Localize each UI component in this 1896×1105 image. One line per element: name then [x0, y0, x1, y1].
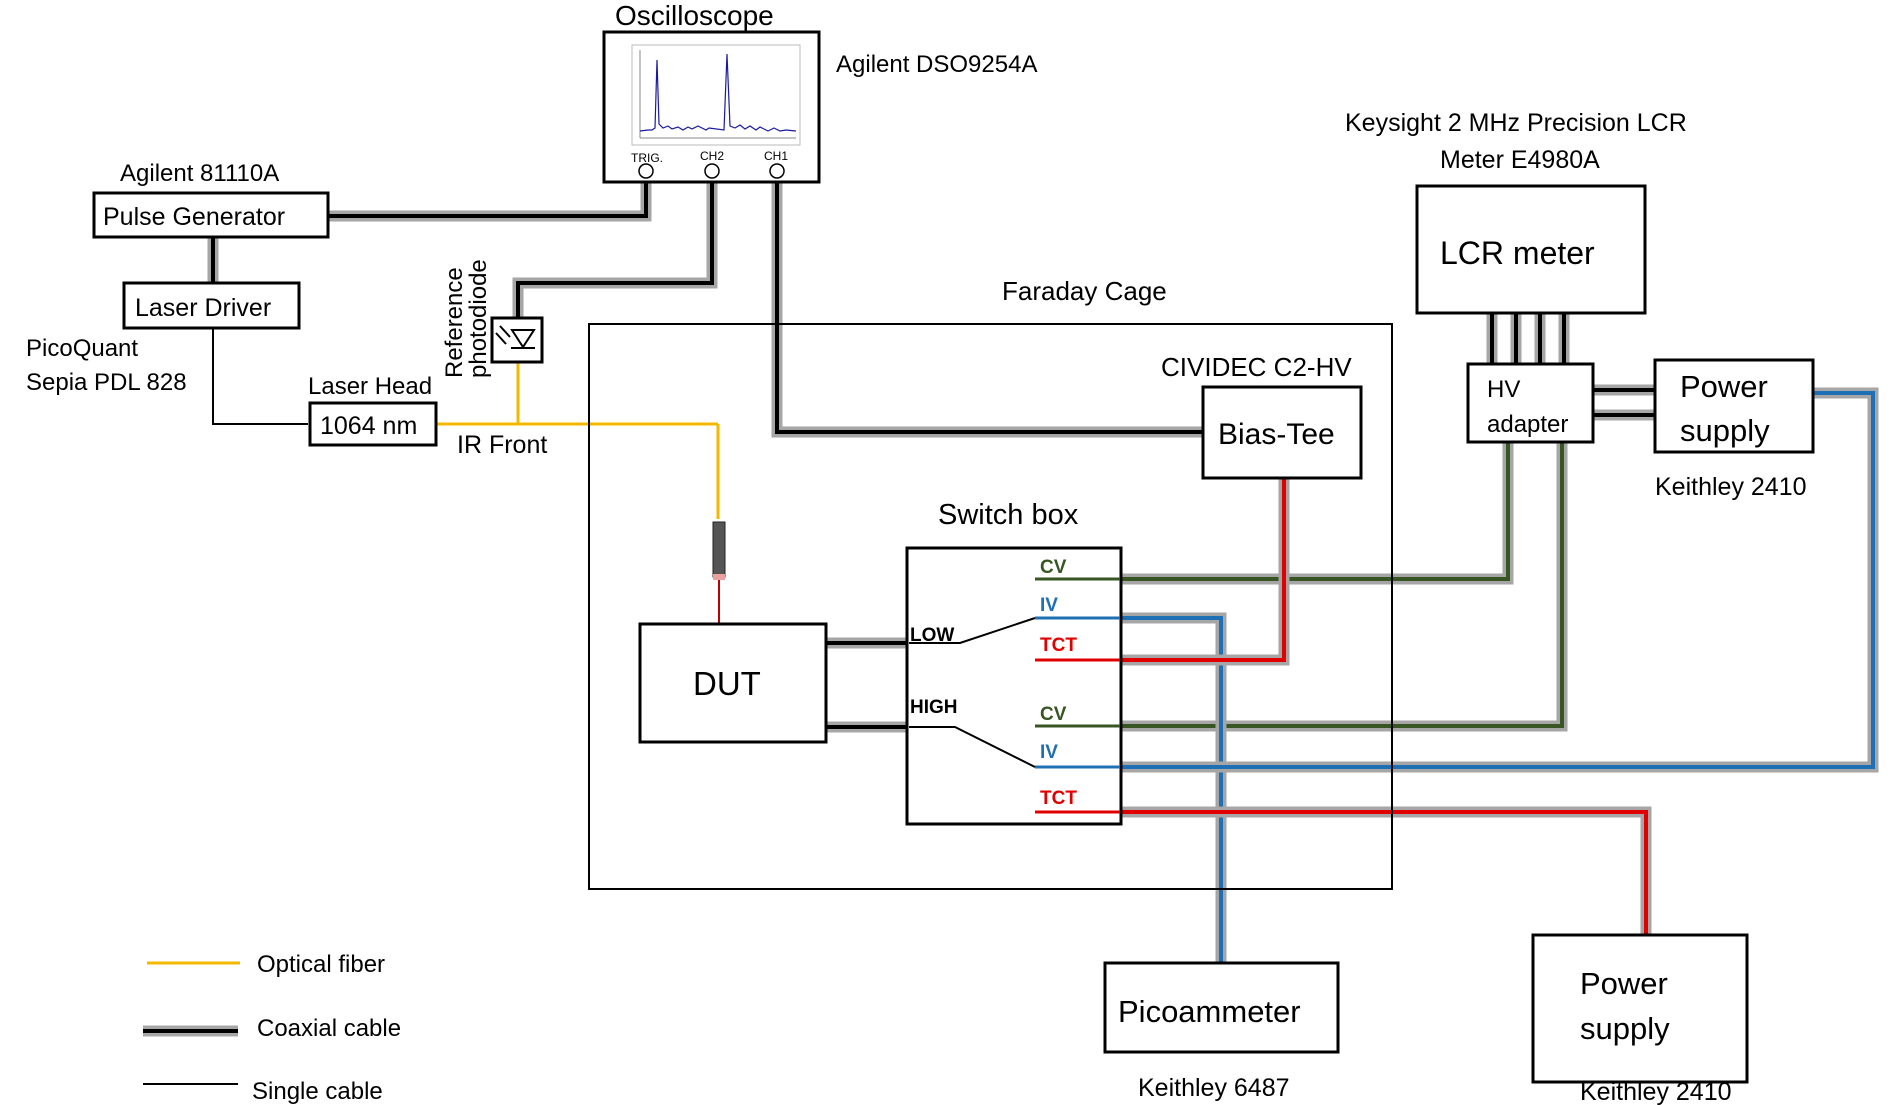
oscilloscope: Oscilloscope TRIG. CH2 CH1 Agilent DSO92…	[602, 0, 1037, 184]
oscilloscope-model: Agilent DSO9254A	[836, 51, 1037, 78]
switch-box-title: Switch box	[938, 499, 1079, 531]
power-supply-bottom-model: Keithley 2410	[1580, 1078, 1732, 1105]
laser-head-title: Laser Head	[308, 373, 432, 400]
picoammeter-model: Keithley 6487	[1138, 1074, 1290, 1102]
coax-pulsegen-trig-core	[328, 170, 648, 218]
lcr-meter: Keysight 2 MHz Precision LCR Meter E4980…	[1345, 109, 1687, 315]
trig-connector	[638, 163, 654, 179]
oscilloscope-screen	[631, 44, 801, 146]
faraday-cage-label: Faraday Cage	[1002, 276, 1167, 306]
ch2-connector	[704, 163, 720, 179]
pulse-generator: Agilent 81110A Pulse Generator	[92, 160, 330, 239]
coax-ch2-photodiode	[512, 170, 718, 318]
hv-adapter: HV adapter	[1466, 362, 1595, 444]
laser-driver: Laser Driver PicoQuant Sepia PDL 828	[26, 281, 301, 396]
bias-tee-model: CIVIDEC C2-HV	[1161, 352, 1352, 382]
scope-trace	[639, 53, 797, 132]
photodiode-label-1: Reference	[441, 267, 468, 378]
optical-fiber	[436, 362, 720, 519]
laser-head-note: IR Front	[457, 431, 547, 459]
photodiode-label-2: photodiode	[465, 259, 492, 378]
bias-tee-label: Bias-Tee	[1218, 418, 1335, 451]
ch1-label: CH1	[764, 149, 788, 163]
switch-lever-low	[909, 617, 1036, 644]
ch2-label: CH2	[700, 149, 724, 163]
switch-lever-high	[909, 726, 1036, 768]
power-supply-bottom-line-2: supply	[1580, 1011, 1670, 1046]
laser-driver-model-1: PicoQuant	[26, 335, 138, 362]
power-supply-bottom: Power supply	[1531, 933, 1749, 1084]
switch-box: Switch box LOW HIGH CV IV TCT CV IV TCT	[905, 499, 1123, 826]
laser-driver-label: Laser Driver	[135, 294, 271, 322]
lcr-meter-label: LCR meter	[1440, 235, 1595, 271]
power-supply-bottom-line-1: Power	[1580, 966, 1668, 1001]
switch-cv-low: CV	[1040, 557, 1067, 578]
oscilloscope-title: Oscilloscope	[615, 0, 774, 31]
coax-cables	[207, 170, 1655, 733]
switch-iv-high: IV	[1040, 742, 1058, 763]
coax-hvadapter-powersupply	[1593, 384, 1655, 421]
hv-adapter-line-1: HV	[1487, 376, 1520, 403]
laser-driver-model-2: Sepia PDL 828	[26, 369, 187, 396]
ch1-connector	[769, 163, 785, 179]
legend-coax-label: Coaxial cable	[257, 1015, 401, 1042]
signal-cables	[1032, 387, 1879, 963]
picoammeter-label: Picoammeter	[1118, 994, 1301, 1029]
cable-tct-high	[1032, 806, 1652, 935]
picoammeter: Picoammeter Keithley 6487	[1103, 961, 1340, 1102]
power-supply-top: Power supply Keithley 2410	[1653, 358, 1815, 501]
switch-iv-low: IV	[1040, 595, 1058, 616]
switch-low-label: LOW	[910, 625, 954, 646]
power-supply-top-line-2: supply	[1680, 413, 1770, 448]
lcr-meter-model-2: Meter E4980A	[1440, 146, 1600, 174]
coax-pulsegen-trig	[328, 170, 652, 222]
single-cable-driver-head	[212, 328, 308, 425]
ch-trig-label: TRIG.	[631, 151, 663, 165]
reference-photodiode: Reference photodiode	[441, 259, 544, 378]
laser-probe	[712, 521, 726, 625]
legend-optical-label: Optical fiber	[257, 951, 385, 978]
lcr-meter-model-1: Keysight 2 MHz Precision LCR	[1345, 109, 1687, 137]
hv-adapter-line-2: adapter	[1487, 411, 1568, 438]
laser-head: Laser Head 1064 nm IR Front	[308, 373, 547, 459]
photodiode-icon	[495, 325, 536, 349]
pulse-generator-label: Pulse Generator	[103, 203, 285, 231]
pulse-generator-model: Agilent 81110A	[120, 160, 279, 187]
legend: Optical fiber Coaxial cable Single cable	[143, 951, 401, 1105]
coax-lcr-hvadapter	[1486, 313, 1570, 364]
power-supply-top-model: Keithley 2410	[1655, 473, 1807, 501]
switch-high-label: HIGH	[910, 697, 958, 718]
dut: DUT	[638, 622, 828, 744]
dut-label: DUT	[693, 665, 761, 702]
faraday-cage	[588, 323, 1393, 890]
switch-tct-low: TCT	[1040, 635, 1077, 656]
switch-tct-high: TCT	[1040, 788, 1077, 809]
power-supply-top-line-1: Power	[1680, 369, 1768, 404]
switch-cv-high: CV	[1040, 704, 1067, 725]
laser-head-label: 1064 nm	[320, 412, 417, 440]
bias-tee: CIVIDEC C2-HV Bias-Tee	[1161, 352, 1363, 480]
legend-single-label: Single cable	[252, 1078, 383, 1105]
